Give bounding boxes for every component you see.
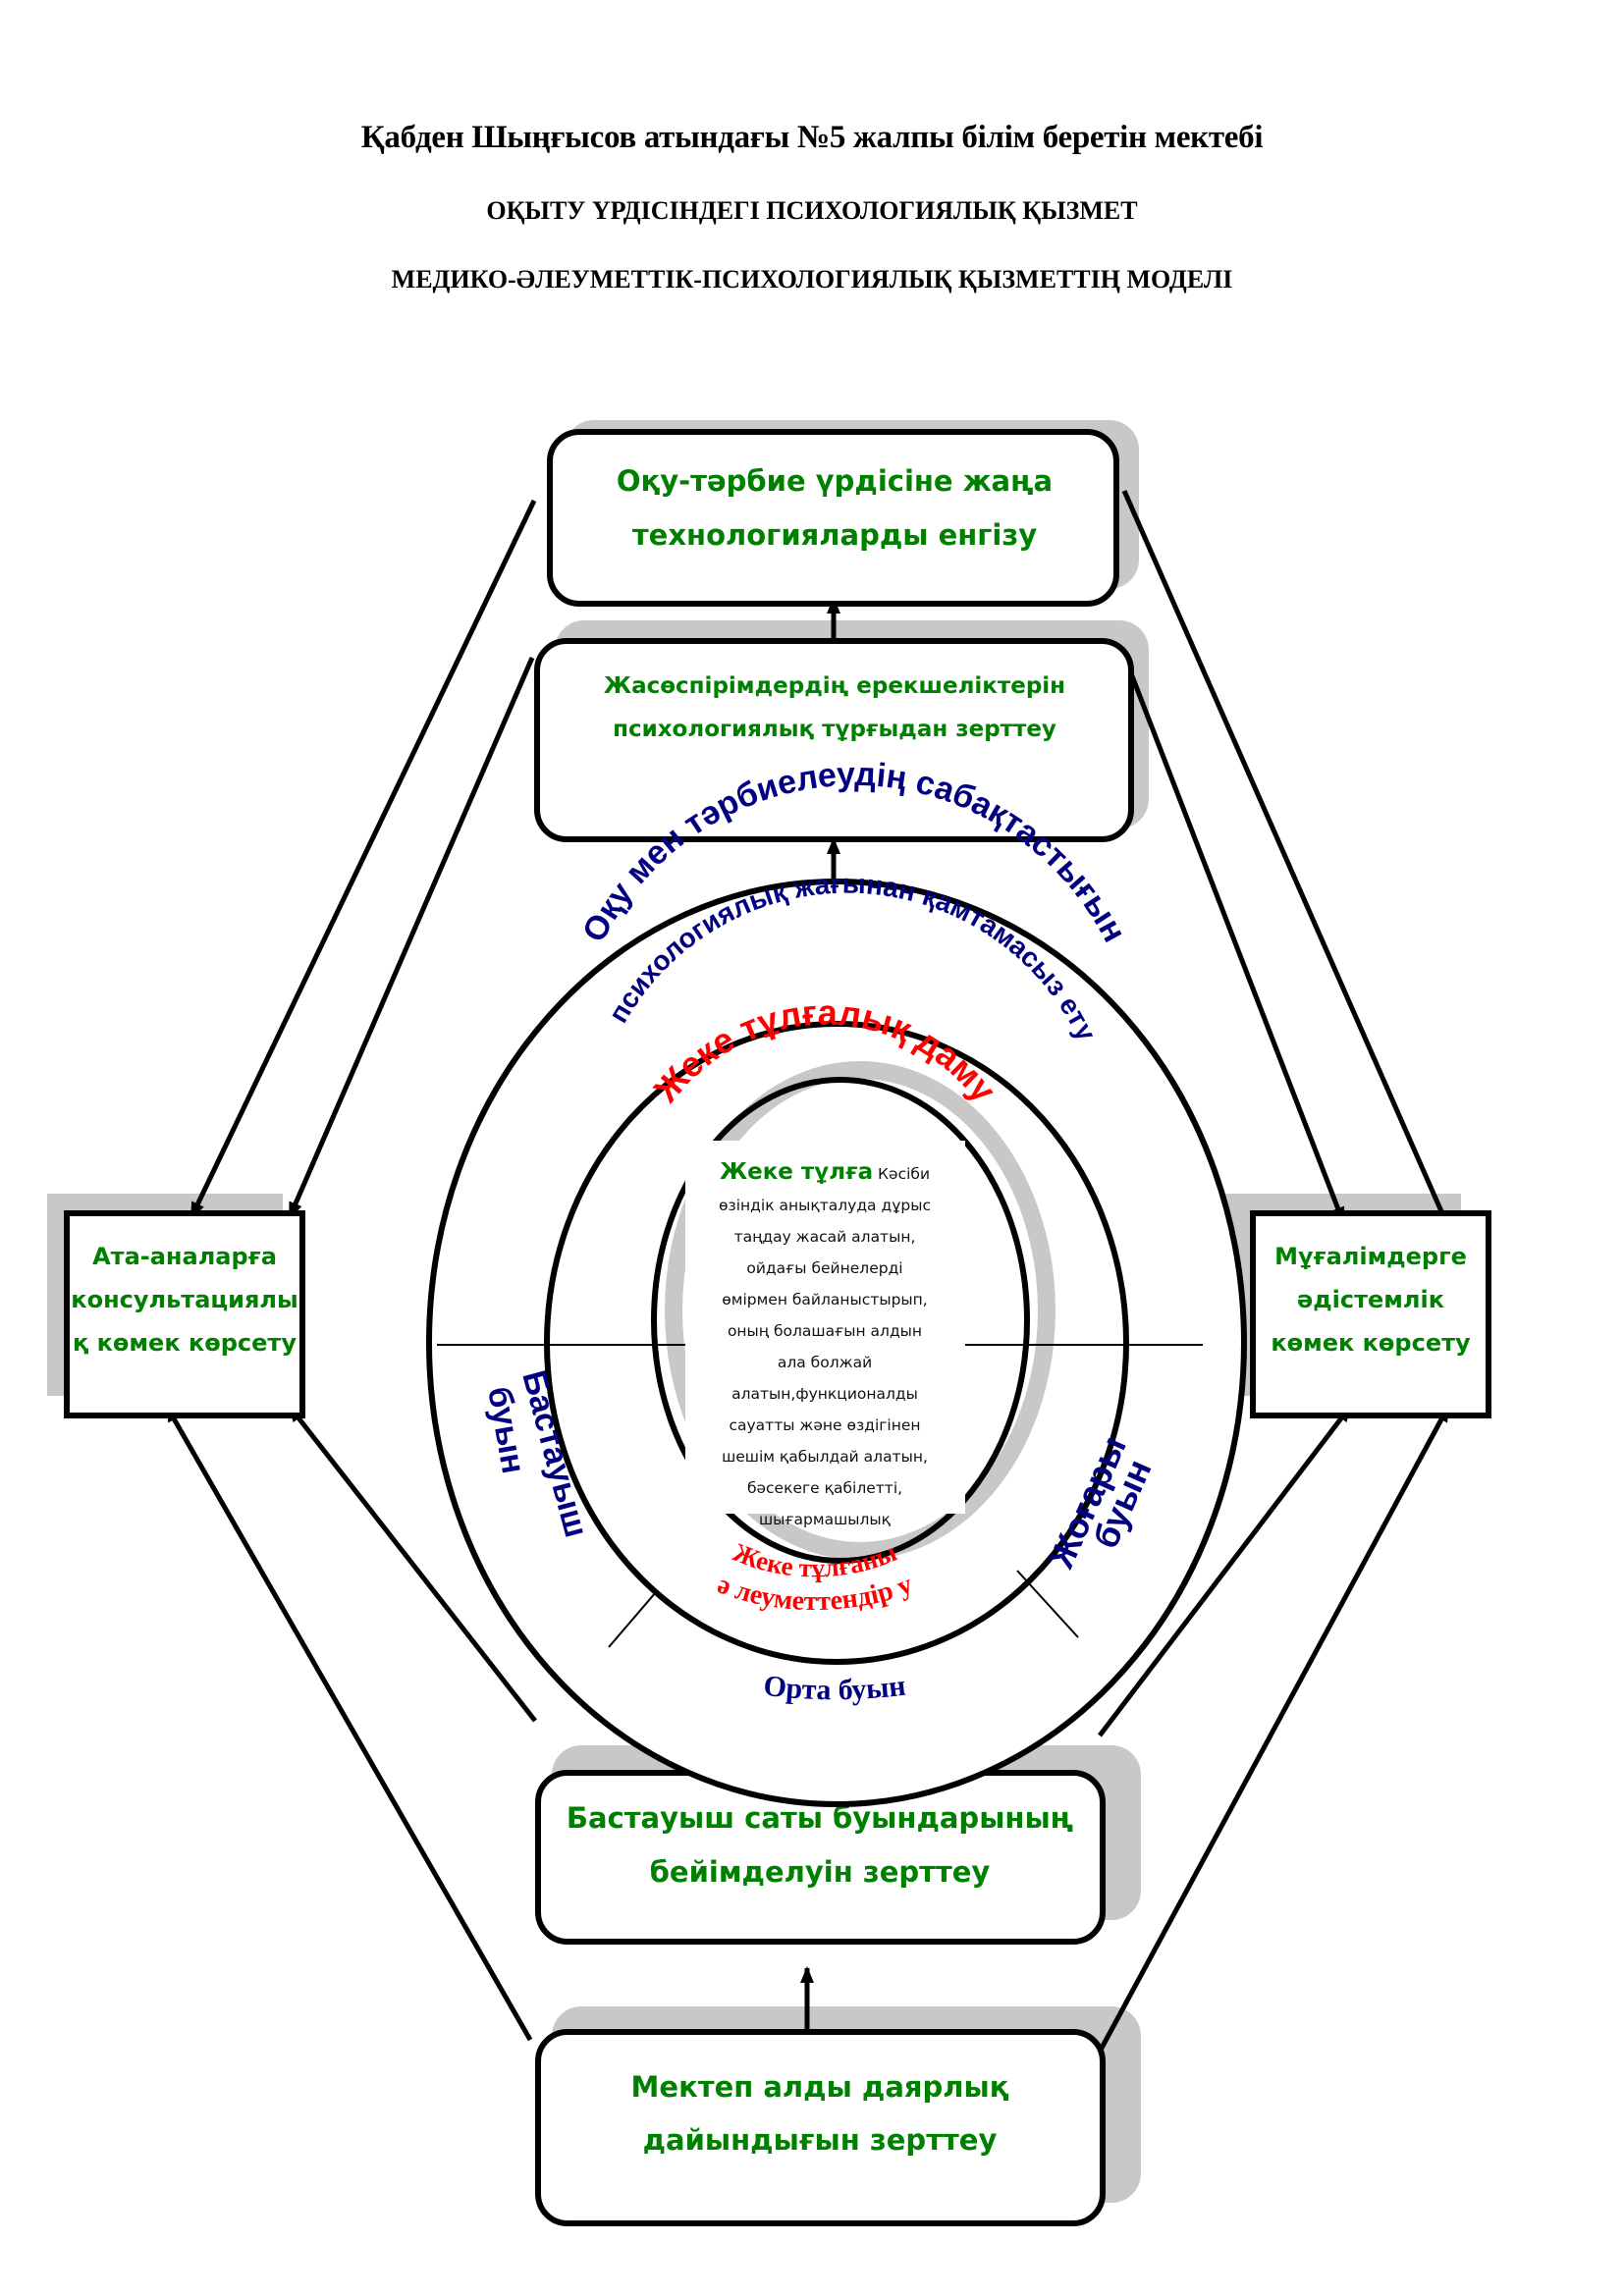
- left-box-line-3: қ көмек көрсету: [73, 1329, 297, 1357]
- bottom-box: [535, 2029, 1106, 2226]
- center-line: бәсекеге қабілетті,: [746, 1479, 903, 1497]
- bottom-sector-text-path: Орта буын: [762, 1670, 907, 1707]
- left-box-line-1: Ата-аналарға: [92, 1243, 277, 1270]
- inner-ring-shadow: [665, 1061, 1056, 1560]
- school-title: Қабден Шыңғысов атындағы №5 жалпы білім …: [360, 120, 1264, 155]
- arrow-upper-to-right: [1121, 655, 1346, 1224]
- upper-box-line-1: Жасөспірімдердің ерекшеліктерін: [604, 673, 1065, 699]
- connectors: [164, 489, 1451, 2054]
- center-line: алатын,функционалды: [731, 1385, 918, 1403]
- center-line: шешім қабылдай алатын,: [722, 1448, 928, 1466]
- upper-box: [534, 638, 1134, 842]
- lower-box-line-2: бейімделуін зерттеу: [650, 1855, 991, 1889]
- model-title: МЕДИКО-ӘЛЕУМЕТТІК-ПСИХОЛОГИЯЛЫҚ ҚЫЗМЕТТІ…: [391, 265, 1233, 294]
- left-box-line-2: консультациялы: [71, 1286, 298, 1313]
- middle-ring: [544, 1021, 1129, 1665]
- arrow-lower-to-right: [1098, 1405, 1352, 1737]
- center-line: шығармашылық: [758, 1511, 892, 1528]
- arrow-bottom-to-right: [1097, 1405, 1451, 2054]
- top-box-line-1: Оқу-тәрбие үрдісіне жаңа: [617, 464, 1053, 498]
- box-texts: Оқу-тәрбие үрдісіне жаңа технологияларды…: [71, 464, 1471, 2157]
- top-box: [547, 429, 1119, 607]
- upper-box-line-2: психологиялық тұрғыдан зерттеу: [613, 717, 1056, 742]
- center-line: ала болжай: [777, 1354, 873, 1371]
- subtitle: ОҚЫТУ ҮРДІСІНДЕГІ ПСИХОЛОГИЯЛЫҚ ҚЫЗМЕТ: [486, 196, 1138, 225]
- arrow-bottom-to-left: [164, 1405, 533, 2042]
- center-line: сауатты және өздігінен: [729, 1416, 921, 1434]
- bottom-box-line-1: Мектеп алды даярлық: [631, 2070, 1009, 2104]
- top-box-line-2: технологияларды енгізу: [632, 518, 1037, 552]
- right-sector-divider: [1016, 1570, 1079, 1638]
- inner-ring: [651, 1077, 1030, 1564]
- center-line: ойдағы бейнелерді: [746, 1259, 903, 1277]
- right-box-line-3: көмек көрсету: [1271, 1329, 1471, 1357]
- center-description: Жеке тұлға Кәсіби өзіндік анықталуда дұр…: [687, 1156, 962, 1535]
- center-lead-line: Жеке тұлға Кәсіби: [687, 1156, 962, 1190]
- arrow-upper-to-left: [287, 657, 535, 1219]
- left-box: [64, 1210, 305, 1418]
- boxes: [64, 429, 1491, 2226]
- right-box: [1250, 1210, 1491, 1418]
- center-panel: [685, 1141, 965, 1514]
- bottom-box-line-2: дайындығын зерттеу: [643, 2123, 998, 2157]
- center-line: таңдау жасай алатын,: [733, 1228, 916, 1246]
- arrow-top-to-left: [189, 499, 537, 1219]
- arrow-lower-to-left: [288, 1405, 537, 1723]
- center-line: өмірмен байланыстырып,: [722, 1291, 928, 1308]
- right-box-line-1: Мұғалімдерге: [1274, 1243, 1467, 1270]
- center-lead: Жеке тұлға: [719, 1159, 874, 1185]
- center-lead-tail: Кәсіби: [878, 1165, 931, 1183]
- right-box-line-2: әдістемлік: [1297, 1286, 1444, 1313]
- bottom-sector-text: Орта буын: [762, 1670, 907, 1707]
- center-line: оның болашағын алдын: [727, 1322, 923, 1340]
- left-sector-divider: [608, 1591, 657, 1648]
- arrow-top-to-right: [1121, 489, 1451, 1229]
- lower-box-line-1: Бастауыш саты буындарының: [567, 1801, 1073, 1835]
- center-line: өзіндік анықталуда дұрыс: [719, 1197, 931, 1214]
